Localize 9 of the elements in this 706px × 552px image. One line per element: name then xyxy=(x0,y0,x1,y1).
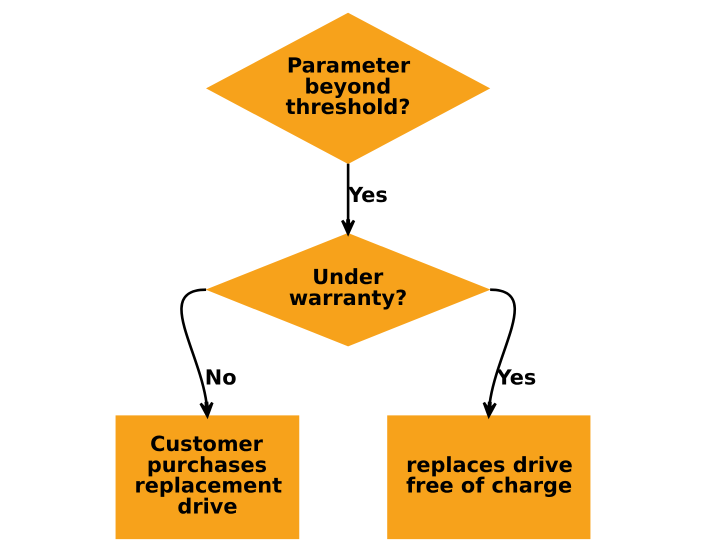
arrow xyxy=(180,288,214,418)
node-diamond: Parameter beyond threshold? xyxy=(206,12,490,164)
arrow xyxy=(340,164,356,235)
node-diamond: Under warranty? xyxy=(206,232,491,346)
node-box: replaces drive free of charge xyxy=(387,415,590,540)
edge-label: No xyxy=(204,366,237,390)
edge-label: Yes xyxy=(496,366,536,390)
node-box: Customer purchases replacement drive xyxy=(116,415,300,540)
arrow xyxy=(482,288,516,418)
